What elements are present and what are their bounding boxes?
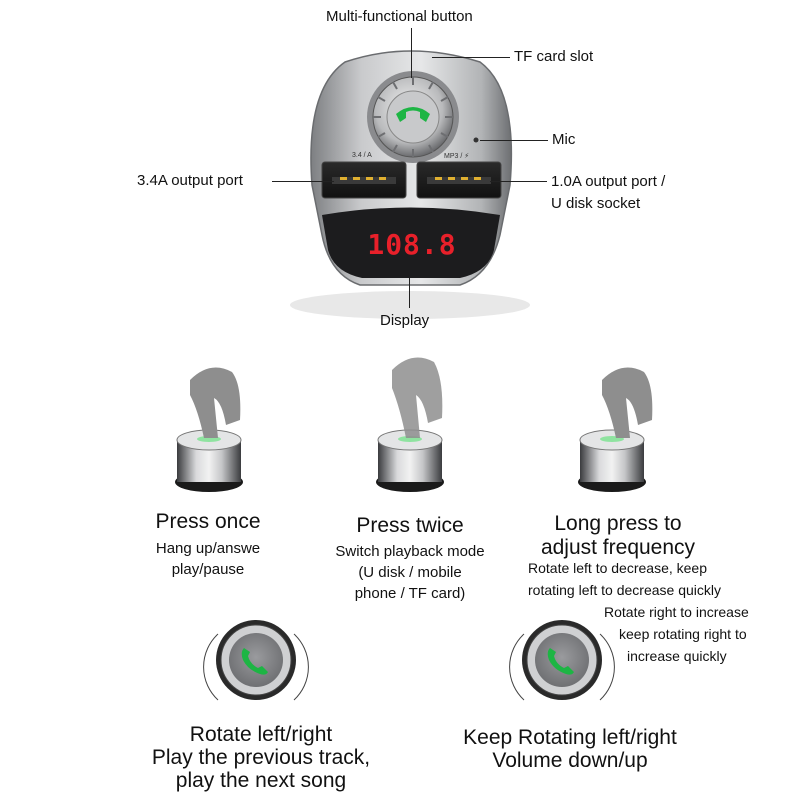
mic-hole	[473, 137, 479, 143]
display-readout: 108.8	[367, 228, 457, 261]
desc-long-press-line: Rotate left to decrease, keep	[528, 560, 707, 576]
leader-mic	[480, 140, 548, 141]
title-rotate-line1: Rotate left/right	[189, 723, 333, 746]
leader-multi-button	[411, 28, 412, 78]
title-rotate-line2: Play the previous track,	[151, 746, 371, 769]
device-illustration	[290, 50, 530, 319]
label-port-1-0a-line1: 1.0A output port /	[551, 173, 666, 190]
title-press-twice: Press twice	[356, 514, 464, 537]
phone-icon	[396, 107, 430, 122]
port-right-tag: MP3 / ⚡	[444, 153, 470, 160]
knob-keep-rotating	[509, 620, 615, 701]
label-port-1-0a-line2: U disk socket	[551, 195, 641, 212]
desc-press-twice-line: Switch playback mode	[335, 543, 485, 560]
desc-press-once: Hang up/answe play/pause	[108, 538, 308, 580]
label-mic: Mic	[552, 131, 576, 148]
display-panel	[322, 207, 500, 278]
desc-press-twice-line: (U disk / mobile	[358, 564, 462, 581]
hand-press-twice	[392, 357, 443, 438]
gesture-illustrations	[175, 357, 653, 492]
knob-press-once	[175, 429, 243, 492]
desc-press-twice: Switch playback mode (U disk / mobile ph…	[310, 541, 510, 604]
port-left-tag: 3.4 / A	[352, 152, 372, 159]
desc-long-press-right-line: keep rotating right to	[619, 626, 747, 642]
leader-tf-slot	[432, 57, 510, 58]
desc-long-press-right-line: Rotate right to increase	[604, 604, 749, 620]
leader-port-1-0a	[490, 181, 547, 182]
rotate-illustrations	[203, 620, 615, 701]
phone-icon	[241, 648, 268, 675]
phone-icon	[547, 648, 574, 675]
title-press-once: Press once	[155, 510, 261, 533]
leader-display	[409, 278, 410, 308]
label-tf-slot: TF card slot	[514, 48, 594, 65]
title-long-press-line1: Long press to	[554, 512, 682, 535]
knob-ridges	[373, 77, 453, 157]
desc-press-once-line: play/pause	[171, 561, 245, 578]
knob-rotate-left-right	[203, 620, 309, 701]
title-long-press-line2: adjust frequency	[540, 536, 696, 559]
title-keep-rotating-line2: Volume down/up	[492, 749, 648, 772]
label-multi-button: Multi-functional button	[326, 8, 473, 25]
leader-port-3-4a	[272, 181, 334, 182]
knob-press-twice	[376, 429, 444, 492]
hand-press-once	[190, 367, 241, 438]
title-rotate-line3: play the next song	[175, 769, 347, 792]
hand-long-press	[602, 367, 653, 438]
desc-long-press-right-line: increase quickly	[627, 648, 727, 664]
knob-long-press	[578, 429, 646, 492]
desc-long-press-line: rotating left to decrease quickly	[528, 582, 721, 598]
desc-press-twice-line: phone / TF card)	[354, 585, 466, 602]
label-port-3-4a: 3.4A output port	[137, 172, 243, 189]
title-keep-rotating-line1: Keep Rotating left/right	[463, 726, 677, 749]
device-shadow	[290, 291, 530, 319]
desc-press-once-line: Hang up/answe	[155, 540, 261, 557]
label-display: Display	[380, 312, 430, 329]
